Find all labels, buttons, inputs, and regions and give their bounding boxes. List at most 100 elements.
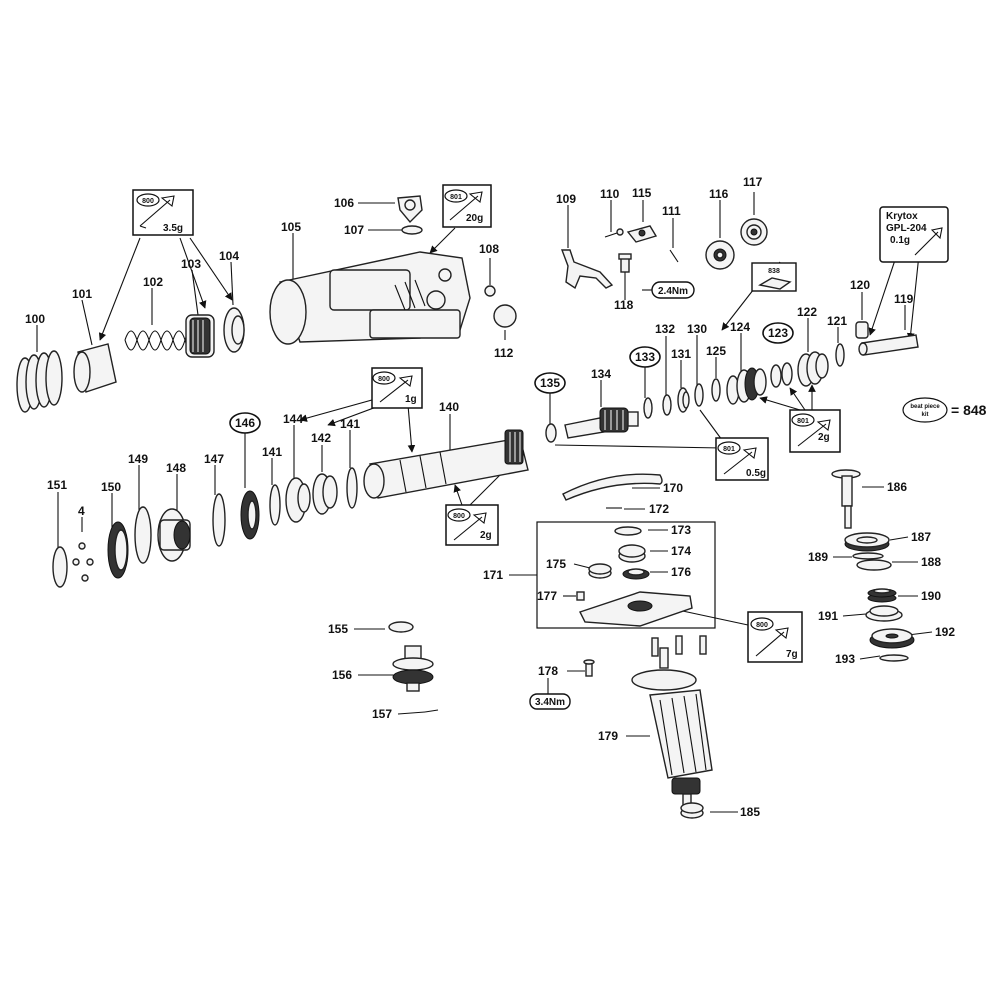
o-ring-107 [401, 225, 423, 235]
label-150: 150 [101, 480, 121, 494]
label-141-b: 141 [262, 445, 282, 459]
spindle-186 [831, 469, 861, 529]
label-186: 186 [887, 480, 907, 494]
circled-labels [229, 322, 794, 434]
spring-rings-100 [16, 350, 63, 413]
label-101: 101 [72, 287, 92, 301]
grease-box-g1: 800 3.5g [132, 189, 194, 236]
plate-171 [579, 591, 693, 627]
svg-text:= 848: = 848 [951, 402, 987, 418]
clutch-124 [726, 367, 767, 405]
bearing-187 [844, 532, 890, 552]
svg-text:800: 800 [378, 376, 390, 383]
label-177: 177 [537, 589, 557, 603]
ring-123 [770, 362, 793, 388]
screw-118 [618, 253, 632, 273]
label-130: 130 [687, 322, 707, 336]
label-155: 155 [328, 622, 348, 636]
bearing-103 [185, 314, 215, 358]
pin-111 [669, 249, 679, 263]
sleeve-144 [285, 477, 311, 523]
label-106: 106 [334, 196, 354, 210]
gear-192 [869, 628, 915, 649]
spring-clip-115 [626, 225, 658, 243]
label-134: 134 [591, 367, 611, 381]
spring-146 [240, 490, 260, 540]
label-156: 156 [332, 668, 352, 682]
label-191: 191 [818, 609, 838, 623]
ring-189 [852, 552, 884, 560]
ring-141-a [346, 467, 358, 509]
bushing-175 [588, 563, 612, 579]
pin-110 [604, 228, 624, 238]
screw-178 [583, 659, 595, 677]
ring-149 [134, 506, 152, 564]
label-123: 123 [768, 326, 788, 340]
label-100: 100 [25, 312, 45, 326]
bushing-122 [797, 351, 829, 387]
label-135: 135 [540, 376, 560, 390]
ring-112 [493, 304, 517, 328]
ring-193 [879, 654, 909, 662]
svg-text:3.5g: 3.5g [163, 223, 183, 234]
ball-108 [484, 285, 496, 297]
lever-109 [560, 249, 614, 290]
pointer-arrows [98, 227, 921, 626]
label-189: 189 [808, 550, 828, 564]
label-172: 172 [649, 502, 669, 516]
leader-lines [36, 192, 933, 813]
label-4: 4 [78, 504, 85, 518]
label-125: 125 [706, 344, 726, 358]
svg-text:kit: kit [921, 412, 928, 418]
bearing-176 [622, 568, 650, 580]
label-108: 108 [479, 242, 499, 256]
washer-188 [856, 559, 892, 571]
label-124: 124 [730, 320, 750, 334]
svg-text:1g: 1g [405, 394, 417, 405]
ring-133 [643, 397, 653, 419]
gear-156 [392, 645, 434, 692]
label-144: 144 [283, 412, 303, 426]
label-132: 132 [655, 322, 675, 336]
sleeve-101 [73, 343, 117, 393]
label-141-a: 141 [340, 417, 360, 431]
group-box-171 [536, 521, 716, 629]
washer-131 [677, 387, 690, 413]
label-149: 149 [128, 452, 148, 466]
label-142: 142 [311, 431, 331, 445]
ring-135 [545, 423, 557, 443]
label-190: 190 [921, 589, 941, 603]
flange-148 [157, 508, 191, 562]
ring-173 [614, 526, 642, 536]
ring-141-b [269, 484, 281, 526]
label-133: 133 [635, 350, 655, 364]
grease-box-g3: 800 1g [371, 367, 423, 409]
label-122: 122 [797, 305, 817, 319]
cylinder-120 [855, 321, 869, 339]
svg-text:3.4Nm: 3.4Nm [535, 697, 565, 708]
label-175: 175 [546, 557, 566, 571]
bushing-174 [618, 544, 646, 563]
svg-text:800: 800 [756, 622, 768, 629]
pins-armature [651, 635, 707, 657]
torque-178: 3.4Nm [529, 693, 571, 710]
part-labels: 100 101 102 103 104 105 106 107 108 112 … [25, 175, 955, 819]
pin-119 [858, 334, 919, 356]
grease-box-g7: 800 7g [747, 611, 803, 663]
krytox-box: Krytox GPL-204 0.1g [879, 206, 949, 263]
label-105: 105 [281, 220, 301, 234]
grease-box-g4: 800 2g [445, 504, 499, 546]
beat-piece-kit: beat piece kit = 848 [902, 397, 987, 423]
label-109: 109 [556, 192, 576, 206]
label-115: 115 [632, 186, 652, 200]
ring-104 [223, 307, 245, 353]
key-177 [576, 591, 585, 601]
label-116: 116 [709, 187, 729, 201]
label-151: 151 [47, 478, 67, 492]
svg-text:Krytox: Krytox [886, 211, 918, 222]
gear-116 [705, 240, 735, 270]
label-107: 107 [344, 223, 364, 237]
torque-118: 2.4Nm [651, 281, 695, 299]
bearing-117 [740, 218, 768, 246]
